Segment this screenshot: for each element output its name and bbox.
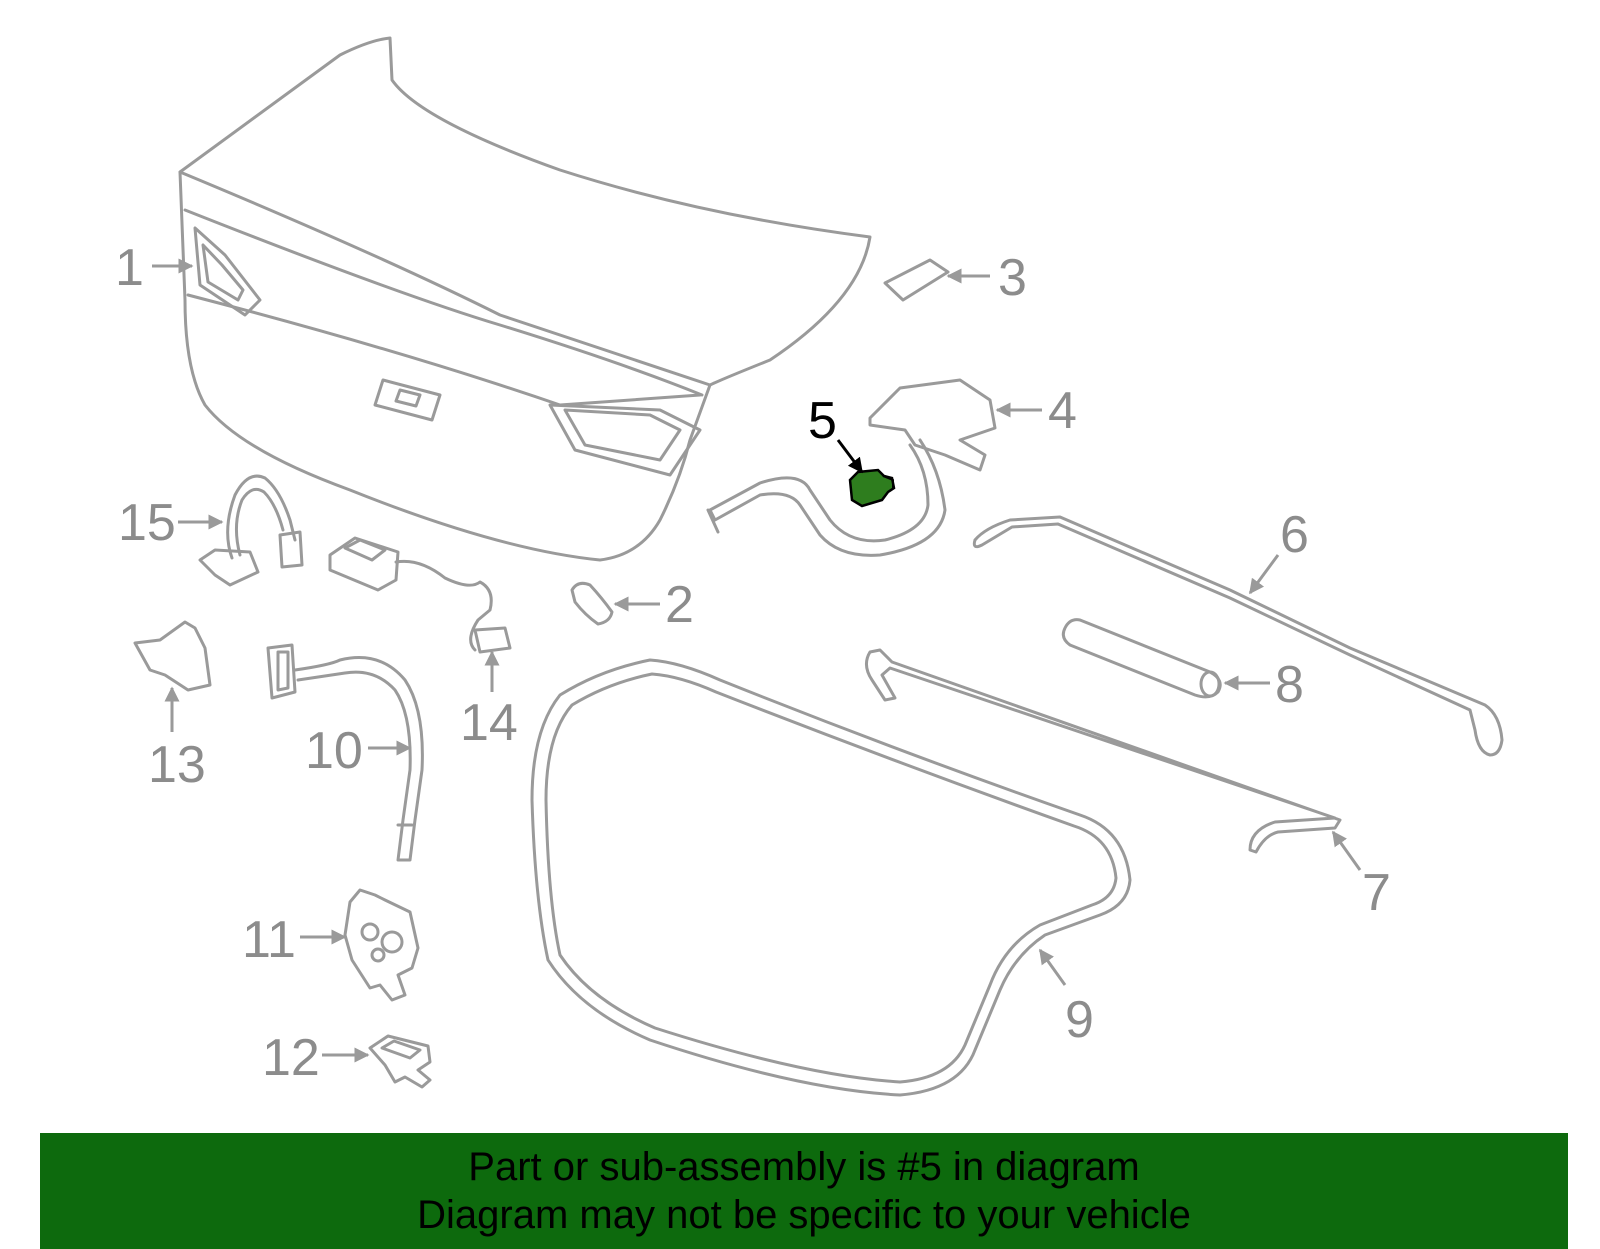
callout-12: 12 xyxy=(262,1029,370,1087)
part-2-plug xyxy=(570,581,614,626)
svg-text:11: 11 xyxy=(242,911,296,969)
callout-13: 13 xyxy=(148,686,206,794)
callout-14: 14 xyxy=(460,650,518,752)
part-5-highlighted xyxy=(848,468,896,508)
callout-9: 9 xyxy=(1038,948,1094,1049)
svg-text:1: 1 xyxy=(115,239,144,297)
part-3-pad xyxy=(883,258,950,302)
part-8-cylinder xyxy=(1061,618,1222,699)
part-9-weatherstrip xyxy=(530,658,1132,1097)
part-15-harness xyxy=(198,474,304,587)
callout-8: 8 xyxy=(1223,656,1304,714)
svg-text:5: 5 xyxy=(808,392,837,450)
svg-text:3: 3 xyxy=(998,249,1027,307)
callout-11: 11 xyxy=(242,911,347,969)
part-13-bracket xyxy=(133,620,212,692)
svg-text:12: 12 xyxy=(262,1029,320,1087)
banner-line-1: Part or sub-assembly is #5 in diagram xyxy=(468,1145,1140,1189)
svg-text:9: 9 xyxy=(1065,991,1094,1049)
svg-text:7: 7 xyxy=(1362,864,1391,922)
info-banner: Part or sub-assembly is #5 in diagram Di… xyxy=(40,1133,1568,1249)
banner-line-2: Diagram may not be specific to your vehi… xyxy=(417,1193,1191,1237)
part-11-latch xyxy=(343,888,420,1002)
part-1-trunk-lid xyxy=(178,36,872,562)
callout-15: 15 xyxy=(118,494,224,552)
svg-text:13: 13 xyxy=(148,736,206,794)
svg-text:8: 8 xyxy=(1275,656,1304,714)
svg-text:6: 6 xyxy=(1280,506,1309,564)
part-7-torsion-rod xyxy=(865,648,1342,854)
callout-2: 2 xyxy=(613,576,694,634)
part-12-striker xyxy=(368,1034,432,1089)
part-6-torsion-rod xyxy=(972,515,1504,757)
callout-4: 4 xyxy=(995,382,1077,440)
callout-10: 10 xyxy=(305,722,412,780)
callout-6: 6 xyxy=(1248,506,1309,595)
part-14-harness xyxy=(328,536,512,654)
part-4-hinge xyxy=(706,378,997,557)
svg-text:15: 15 xyxy=(118,494,176,552)
callout-3: 3 xyxy=(946,249,1027,307)
svg-text:10: 10 xyxy=(305,722,363,780)
callout-5: 5 xyxy=(808,392,864,474)
callout-7: 7 xyxy=(1331,830,1391,922)
svg-text:14: 14 xyxy=(460,694,518,752)
part-10-cable xyxy=(266,643,424,862)
svg-text:2: 2 xyxy=(665,576,694,634)
callout-1: 1 xyxy=(115,239,194,297)
svg-text:4: 4 xyxy=(1048,382,1077,440)
